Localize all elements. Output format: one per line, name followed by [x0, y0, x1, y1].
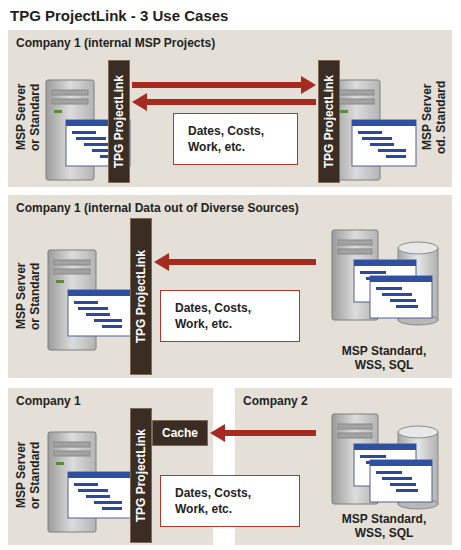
data-label: Dates, Costs, Work, etc.	[188, 123, 283, 155]
data-box: Dates, Costs, Work, etc.	[160, 290, 300, 342]
arrow-shaft	[132, 82, 301, 88]
data-source-icon	[332, 230, 438, 325]
server-label: MSP Server or Standard	[14, 257, 42, 335]
projectlink-bar: TPG ProjectLink	[130, 218, 152, 375]
flow-arrow	[132, 93, 316, 111]
cache-label: Cache	[162, 426, 198, 440]
panel-ground	[8, 30, 452, 187]
server-station: MSP Server or Standard	[12, 218, 130, 373]
flow-arrow	[210, 424, 316, 442]
company-panel: Company 2 MSP Standard, WSS, SQL	[235, 388, 452, 545]
flow-arrow	[154, 253, 316, 271]
data-source-station: MSP Standard, WSS, SQL	[318, 412, 450, 542]
computer-icon	[332, 80, 416, 180]
panel-heading: Company 1	[16, 394, 81, 408]
data-label: Dates, Costs, Work, etc.	[175, 300, 285, 332]
server-label: MSP Server od. Standard	[420, 78, 448, 156]
projectlink-label: TPG ProjectLink	[134, 250, 148, 343]
arrow-head	[154, 253, 169, 271]
panel-ground	[8, 195, 452, 378]
arrow-head	[301, 76, 316, 94]
data-source-icon	[332, 414, 438, 509]
projectlink-label: TPG ProjectLink	[112, 75, 126, 168]
server-label: MSP Server or Standard	[14, 436, 42, 514]
computer-icon	[48, 250, 132, 350]
projectlink-label: TPG ProjectLink	[134, 429, 148, 522]
server-station: MSP Server od. Standard	[340, 52, 450, 182]
projectlink-bar: TPG ProjectLink	[318, 60, 340, 183]
data-source-station: MSP Standard, WSS, SQL	[318, 222, 450, 374]
flow-arrow	[132, 76, 316, 94]
company-panel: Company 1 (internal MSP Projects) MSP Ser…	[8, 30, 452, 187]
panel-heading: Company 2	[243, 394, 308, 408]
server-station: MSP Server or Standard	[12, 410, 130, 540]
server-station: MSP Server or Standard	[12, 52, 108, 182]
data-box: Dates, Costs, Work, etc.	[173, 113, 298, 165]
arrow-shaft	[147, 99, 316, 105]
computer-icon	[48, 432, 132, 532]
data-box: Dates, Costs, Work, etc.	[160, 475, 300, 527]
data-label: Dates, Costs, Work, etc.	[175, 485, 285, 517]
server-label: MSP Server or Standard	[14, 78, 42, 156]
projectlink-bar: TPG ProjectLink	[108, 60, 130, 183]
projectlink-bar: TPG ProjectLink	[130, 408, 152, 543]
arrow-shaft	[225, 430, 316, 436]
diagram-title: TPG ProjectLink - 3 Use Cases	[10, 7, 228, 24]
arrow-head	[210, 424, 225, 442]
arrow-shaft	[169, 259, 316, 265]
cache-box: Cache	[152, 420, 208, 446]
company-panel: Company 1 (internal Data out of Diverse …	[8, 195, 452, 378]
projectlink-label: TPG ProjectLink	[322, 75, 336, 168]
source-label: MSP Standard, WSS, SQL	[334, 512, 434, 540]
source-label: MSP Standard, WSS, SQL	[334, 344, 434, 372]
panel-heading: Company 1 (internal Data out of Diverse …	[16, 201, 299, 215]
panel-heading: Company 1 (internal MSP Projects)	[16, 36, 215, 50]
arrow-head	[132, 93, 147, 111]
